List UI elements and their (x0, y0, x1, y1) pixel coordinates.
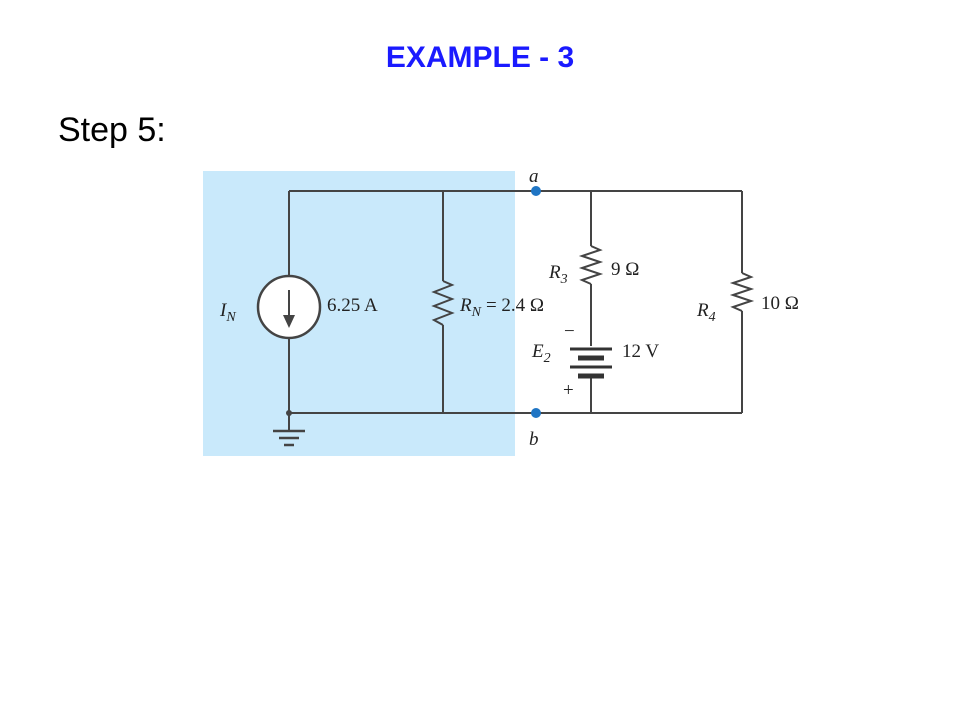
current-source-value: 6.25 A (327, 295, 378, 316)
r3-resistor-zigzag (578, 245, 604, 285)
current-arrow-down-icon (283, 290, 295, 328)
terminal-b-node (531, 408, 541, 418)
r4-resistor-zigzag (729, 272, 755, 312)
battery-symbol (570, 347, 612, 379)
battery-value: 12 V (622, 341, 659, 362)
terminal-a-node (531, 186, 541, 196)
slide-title: EXAMPLE - 3 (385, 41, 575, 74)
battery-label: E2 (531, 341, 551, 366)
ground-junction-dot (286, 410, 292, 416)
ground-icon (273, 429, 305, 447)
r4-label: R4 (696, 300, 716, 325)
r3-label: R3 (548, 262, 568, 287)
current-source-label: IN (219, 300, 236, 325)
node-a-label: a (529, 166, 539, 187)
r4-value: 10 Ω (761, 293, 799, 314)
r3-value: 9 Ω (611, 259, 639, 280)
norton-resistor-label: RN= 2.4 Ω (459, 295, 544, 320)
step-label: Step 5: (58, 111, 166, 149)
norton-equivalent-region (203, 171, 515, 456)
battery-minus-sign: − (564, 321, 575, 342)
rn-resistor-zigzag (431, 280, 455, 326)
node-b-label: b (529, 429, 539, 450)
battery-plus-sign: + (563, 380, 574, 401)
